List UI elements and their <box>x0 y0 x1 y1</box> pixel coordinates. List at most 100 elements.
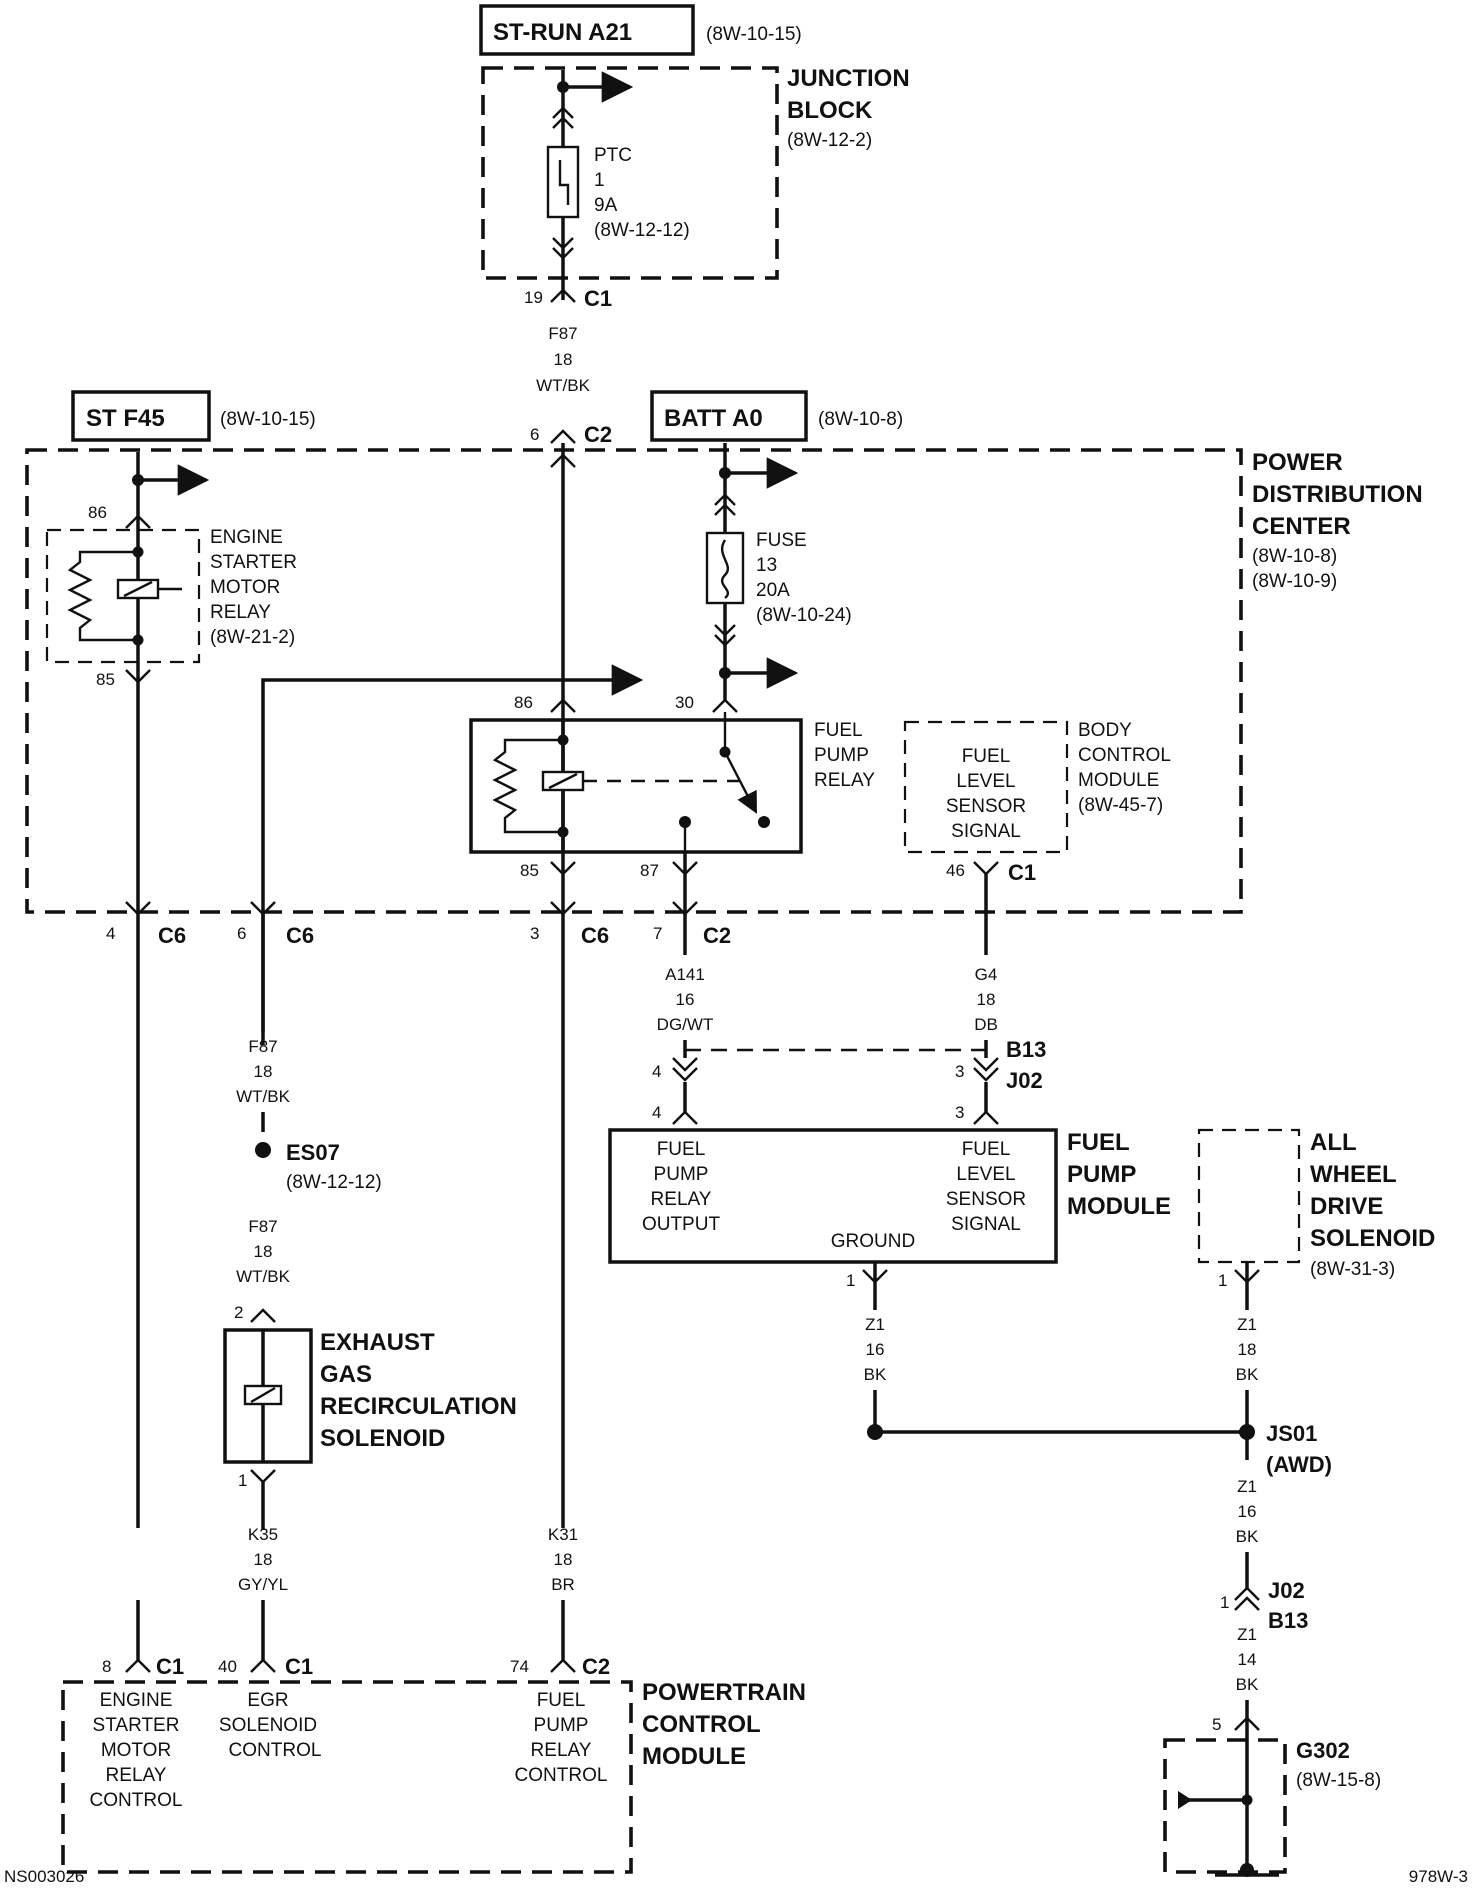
ptc-label-1: PTC <box>594 145 632 166</box>
fuse-in-connector <box>714 493 736 516</box>
fpm-sig-1: FUEL <box>962 1139 1011 1160</box>
bcm-connector <box>973 861 999 876</box>
g302-ground <box>1163 1738 1287 1877</box>
fp-relay-30-connector <box>712 698 738 713</box>
awd-title-2: WHEEL <box>1310 1161 1397 1188</box>
fuse-label-1: FUSE <box>756 530 807 551</box>
fuse-ref: (8W-10-24) <box>756 605 852 626</box>
g302-pin: 5 <box>1212 1715 1221 1734</box>
z1-a-circuit: Z1 <box>865 1315 885 1334</box>
fpm-sig-3: SENSOR <box>946 1189 1026 1210</box>
j02-label: J02 <box>1006 1068 1043 1093</box>
fpm-pin-4: 4 <box>652 1103 661 1122</box>
pcm-pin-74: 74 <box>510 1657 529 1676</box>
bcm-ref: (8W-45-7) <box>1078 795 1163 816</box>
starter-relay-label-2: STARTER <box>210 552 297 573</box>
power-distribution-center: POWER DISTRIBUTION CENTER (8W-10-8) (8W-… <box>25 448 1423 914</box>
g302-ref: (8W-15-8) <box>1296 1770 1381 1791</box>
awd-pin: 1 <box>1218 1271 1227 1290</box>
z1-c-circuit: Z1 <box>1237 1477 1257 1496</box>
z1-b-color: BK <box>1236 1365 1259 1384</box>
fpm-sig-2: LEVEL <box>956 1164 1015 1185</box>
pcm-conn-c: C2 <box>582 1654 610 1679</box>
st-run-a21-ref: (8W-10-15) <box>706 24 802 45</box>
ptc-ref: (8W-12-12) <box>594 220 690 241</box>
fuse-label-2: 13 <box>756 555 777 576</box>
z1-d-color: BK <box>1236 1675 1259 1694</box>
fp-relay-pin-85: 85 <box>520 861 539 880</box>
b13-right-connector <box>973 1057 999 1082</box>
b13-left-connector <box>672 1057 698 1082</box>
pcm-title-2: CONTROL <box>642 1711 761 1738</box>
js01-sub: (AWD) <box>1266 1452 1332 1477</box>
k31-circuit: K31 <box>548 1525 578 1544</box>
bcm-label-2: CONTROL <box>1078 745 1171 766</box>
pcm-a-5: CONTROL <box>90 1790 183 1811</box>
fp-relay-pin-30: 30 <box>675 693 694 712</box>
f87-a-color: WT/BK <box>536 376 590 395</box>
pcm-b-1: EGR <box>247 1690 288 1711</box>
fp-relay-label-3: RELAY <box>814 770 875 791</box>
fuel-pump-module: FUEL PUMP RELAY OUTPUT FUEL LEVEL SENSOR… <box>608 1128 1058 1264</box>
bcm-conn: C1 <box>1008 860 1036 885</box>
f87-to-es07-wire <box>261 664 644 1045</box>
fp-relay-pin-86: 86 <box>514 693 533 712</box>
starter-relay-label-4: RELAY <box>210 602 271 623</box>
a141-circuit: A141 <box>665 965 705 984</box>
c6c-pin: 3 <box>530 924 539 943</box>
bcm-inner-2: LEVEL <box>956 771 1015 792</box>
pcm-pin-8-connector <box>125 1658 151 1673</box>
batt-a0-ref: (8W-10-8) <box>818 409 903 430</box>
pcm-pin-8: 8 <box>102 1657 111 1676</box>
z1-b-gauge: 18 <box>1238 1340 1257 1359</box>
pcm-b-3: CONTROL <box>229 1740 322 1761</box>
g302-connector <box>1234 1716 1260 1731</box>
ptc-out-connector <box>552 237 574 260</box>
fuse-out-connector <box>714 624 736 647</box>
fpm-pin4-connector <box>672 1110 698 1125</box>
b13-pin-right: 3 <box>955 1062 964 1081</box>
starter-relay-pin-86: 86 <box>88 503 107 522</box>
c1-top-pin: 19 <box>524 288 543 307</box>
pcm-pin-74-connector <box>550 1658 576 1673</box>
fuse-label-3: 20A <box>756 580 790 601</box>
f87-c-color: WT/BK <box>236 1267 290 1286</box>
pcm-title-1: POWERTRAIN <box>642 1679 806 1706</box>
k35-circuit: K35 <box>248 1525 278 1544</box>
fp-relay-85-connector <box>550 861 576 876</box>
awd-title-4: SOLENOID <box>1310 1225 1435 1252</box>
j02-bottom-label: J02 <box>1268 1578 1305 1603</box>
starter-relay-label-3: MOTOR <box>210 577 280 598</box>
g4-circuit: G4 <box>975 965 998 984</box>
k35-color: GY/YL <box>238 1575 288 1594</box>
c2b-pin: 7 <box>653 924 662 943</box>
fpm-ground-pin: 1 <box>846 1271 855 1290</box>
fpm-out-3: RELAY <box>651 1189 712 1210</box>
b13-bottom-label: B13 <box>1268 1608 1308 1633</box>
f87-pdc-connector <box>550 453 576 468</box>
es07-splice-dot <box>255 1142 271 1158</box>
c1-top-label: C1 <box>584 286 612 311</box>
fpm-pin3-connector <box>973 1110 999 1125</box>
es07-ref: (8W-12-12) <box>286 1172 382 1193</box>
footer-code-left: NS003026 <box>4 1867 84 1886</box>
bcm-inner-3: SENSOR <box>946 796 1026 817</box>
k35-gauge: 18 <box>254 1550 273 1569</box>
egr-pin-2: 2 <box>234 1303 243 1322</box>
fpm-title-3: MODULE <box>1067 1193 1171 1220</box>
pcm-a-3: MOTOR <box>101 1740 171 1761</box>
junction-block-title-1: JUNCTION <box>787 65 910 92</box>
fp-relay-pin-87: 87 <box>640 861 659 880</box>
batt-a0-source: BATT A0 <box>650 390 808 442</box>
fpm-out-2: PUMP <box>654 1164 709 1185</box>
pcm-a-1: ENGINE <box>100 1690 173 1711</box>
c6c-label: C6 <box>581 923 609 948</box>
c2b-label: C2 <box>703 923 731 948</box>
f87-b-gauge: 18 <box>254 1062 273 1081</box>
st-run-a21-label: ST-RUN A21 <box>493 19 632 46</box>
egr-pin-1: 1 <box>238 1471 247 1490</box>
c6a-label: C6 <box>158 923 186 948</box>
c2-top-label: C2 <box>584 422 612 447</box>
